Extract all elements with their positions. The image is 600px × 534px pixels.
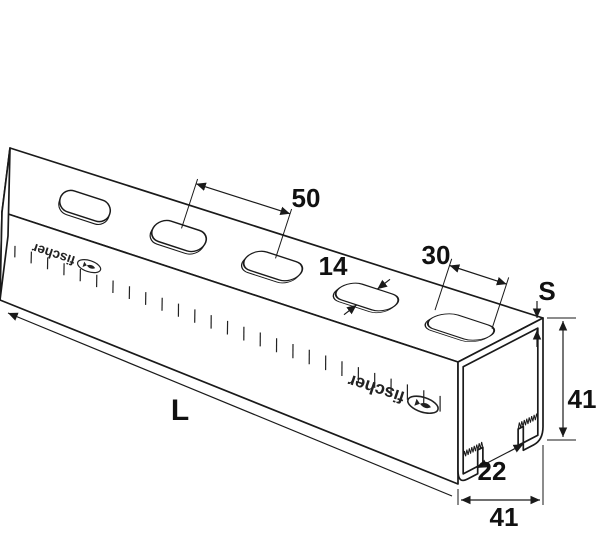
slot-hole — [424, 313, 496, 343]
label-width: 41 — [490, 502, 519, 532]
serrated-lip-teeth — [463, 413, 538, 458]
dimension-width: 41 — [457, 445, 544, 532]
label-slot-spacing: 50 — [292, 183, 321, 213]
dimension-slot-length: 30 — [422, 240, 510, 329]
label-height: 41 — [568, 384, 597, 414]
slot-hole — [58, 189, 112, 226]
rail-left-end-face — [0, 147, 11, 301]
label-slot-width: 14 — [319, 251, 348, 281]
label-length: L — [171, 394, 189, 427]
label-opening: 22 — [478, 456, 507, 486]
dimension-slot-width: 14 — [319, 251, 391, 316]
slot-holes — [58, 189, 496, 343]
section-profile-outline — [458, 318, 543, 484]
dimension-height: 41 — [547, 317, 597, 441]
serration-zigzag — [518, 413, 538, 429]
dimension-slot-spacing: 50 — [181, 178, 321, 259]
dimension-opening: 22 — [477, 443, 524, 486]
dimension-thickness: S — [532, 276, 556, 347]
label-slot-length: 30 — [422, 240, 451, 270]
fish-emblem-oval — [407, 395, 439, 415]
label-thickness: S — [538, 276, 555, 306]
slot-hole — [149, 219, 208, 255]
fish-icon — [82, 261, 96, 269]
slot-hole — [240, 250, 304, 284]
fish-icon — [414, 398, 431, 409]
dimension-length: L — [7, 312, 453, 497]
fish-emblem-oval — [76, 259, 102, 274]
